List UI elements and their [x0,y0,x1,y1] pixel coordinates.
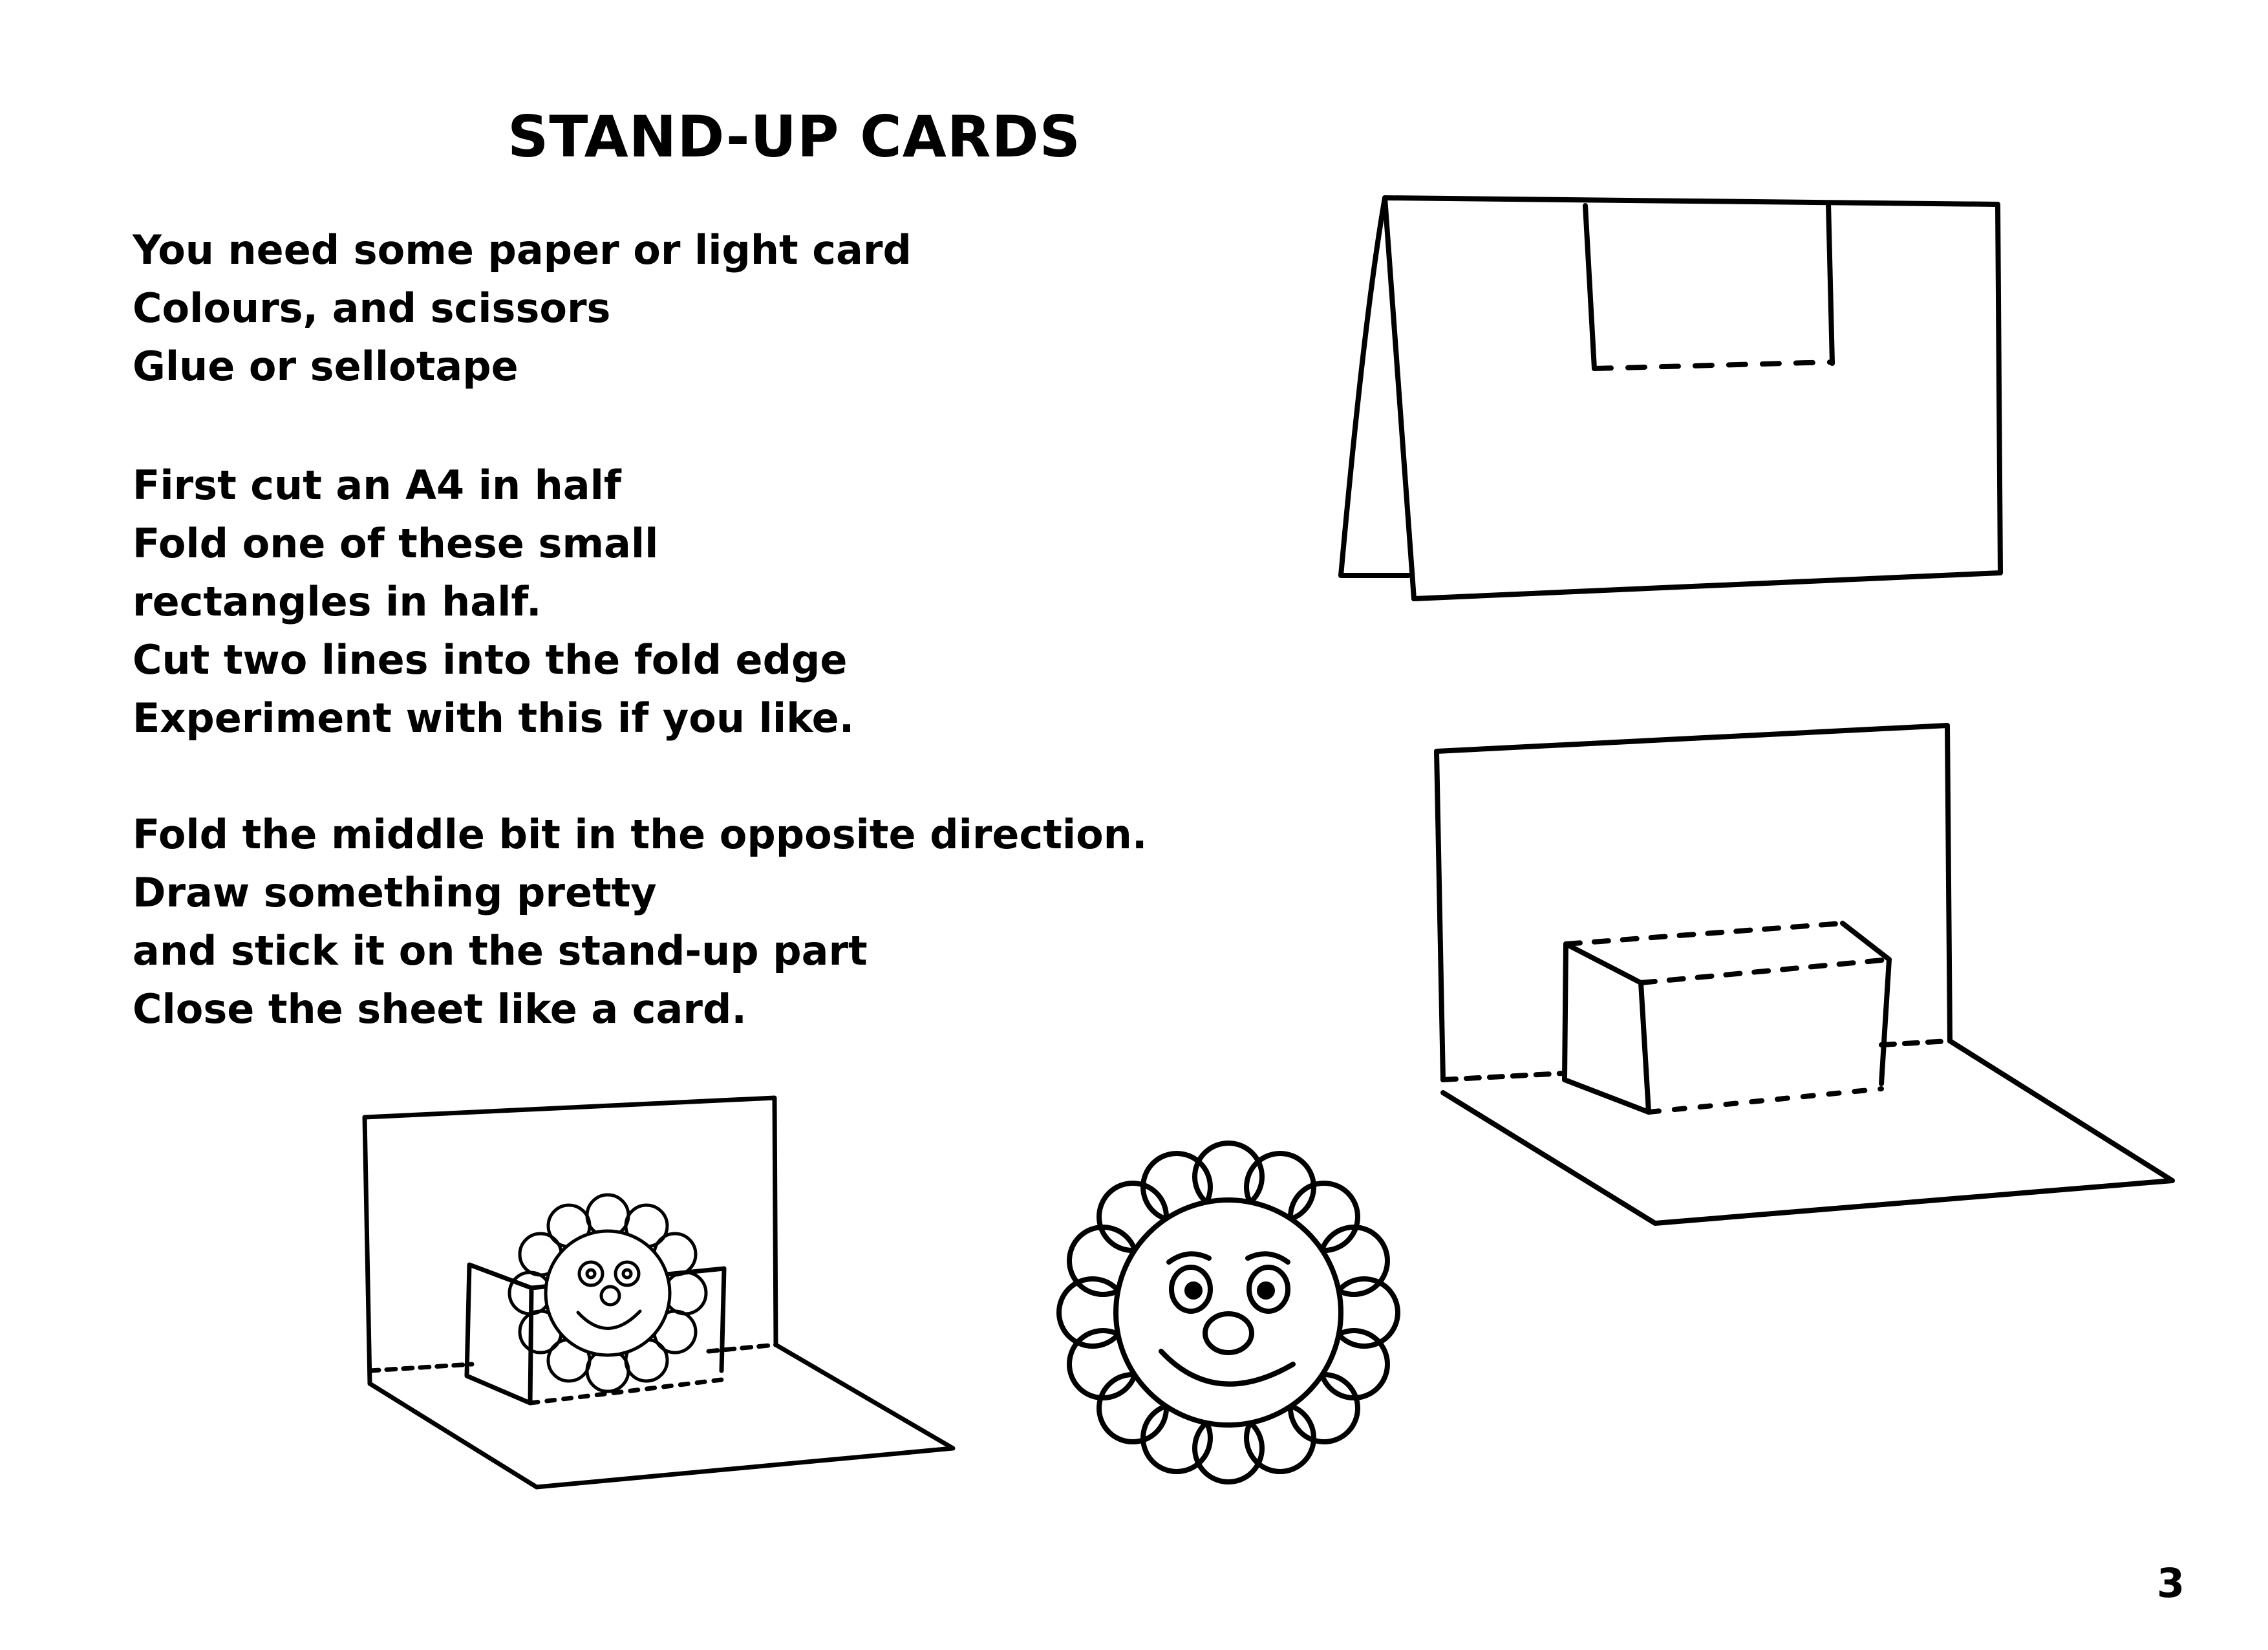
instruction-line: Experiment with this if you like. [133,694,855,742]
page-number: 3 [2157,1559,2185,1607]
materials-line: Glue or sellotape [133,343,519,390]
instruction-line: First cut an A4 in half [133,462,621,509]
page-title: STAND-UP CARDS [508,103,1081,170]
instruction-line: Draw something pretty [133,869,657,916]
materials-line: Colours, and scissors [133,284,611,332]
instruction-line: and stick it on the stand-up part [133,927,868,974]
smiling-flower-illustration [1056,1141,1400,1484]
flower-popup-card-illustration [362,1095,956,1490]
materials-list: You need some paper or light card Colour… [133,221,912,396]
folded-card-illustration [1338,195,2003,601]
cutting-steps: First cut an A4 in half Fold one of thes… [133,456,854,747]
materials-line: You need some paper or light card [133,226,912,273]
instruction-line: Close the sheet like a card. [133,985,747,1033]
instruction-line: Cut two lines into the fold edge [133,636,848,683]
finishing-steps: Fold the middle bit in the opposite dire… [133,806,1147,1038]
popup-box-card-illustration [1434,723,2175,1226]
instruction-line: Fold one of these small [133,520,659,567]
instruction-line: Fold the middle bit in the opposite dire… [133,811,1148,858]
instruction-line: rectangles in half. [133,578,542,625]
